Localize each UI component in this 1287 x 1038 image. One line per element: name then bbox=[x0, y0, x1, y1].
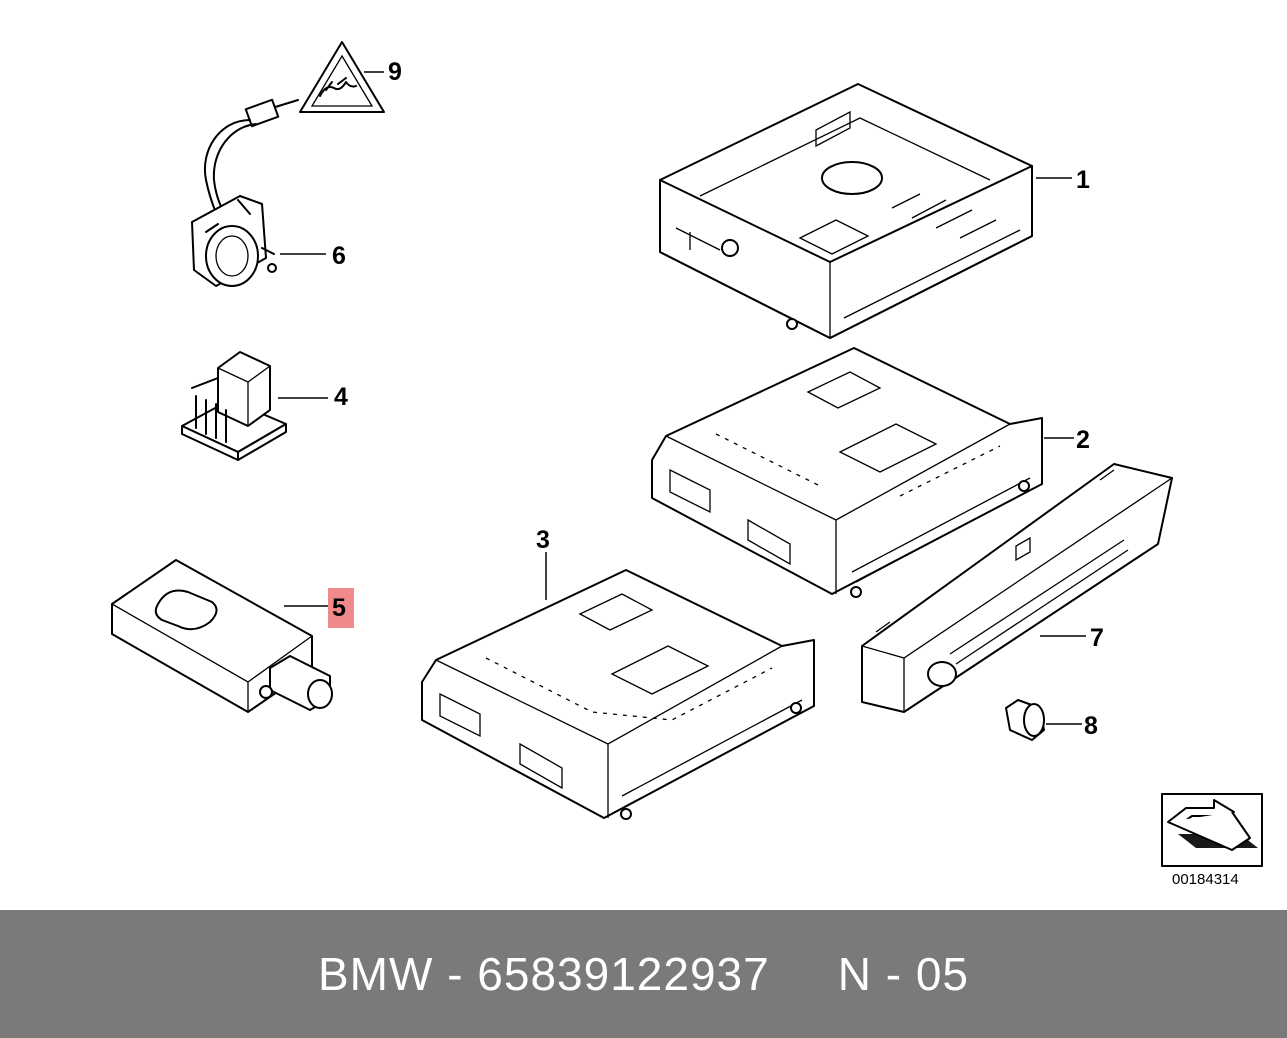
part-8-knob bbox=[1005, 699, 1045, 741]
part-1-drive-chassis bbox=[659, 83, 1033, 339]
catalog-code: 00184314 bbox=[1172, 871, 1239, 888]
label-3: 3 bbox=[536, 526, 550, 554]
label-6: 6 bbox=[332, 242, 346, 270]
label-1: 1 bbox=[1076, 166, 1090, 194]
parts-diagram: 9 6 4 5 bbox=[111, 41, 1263, 888]
label-5: 5 bbox=[332, 594, 346, 622]
part-6-connector bbox=[191, 98, 299, 287]
label-8: 8 bbox=[1084, 712, 1098, 740]
part-2-drive-unit bbox=[651, 347, 1043, 598]
part-3-drive-unit bbox=[421, 569, 815, 820]
label-5-highlight bbox=[328, 588, 354, 628]
part-5-control-unit bbox=[111, 559, 333, 713]
part-7-front-panel bbox=[861, 463, 1173, 713]
label-2: 2 bbox=[1076, 426, 1090, 454]
footer-variant: N - 05 bbox=[837, 948, 969, 1000]
footer-part-number: BMW - 65839122937 bbox=[318, 948, 770, 1000]
orientation-arrow-icon bbox=[1161, 793, 1263, 867]
footer-bar: BMW - 65839122937 N - 05 bbox=[0, 910, 1287, 1038]
label-9: 9 bbox=[388, 58, 402, 86]
label-4: 4 bbox=[334, 383, 348, 411]
part-4-relay bbox=[181, 351, 287, 461]
label-7: 7 bbox=[1090, 624, 1104, 652]
part-9-warning-label bbox=[299, 41, 385, 113]
